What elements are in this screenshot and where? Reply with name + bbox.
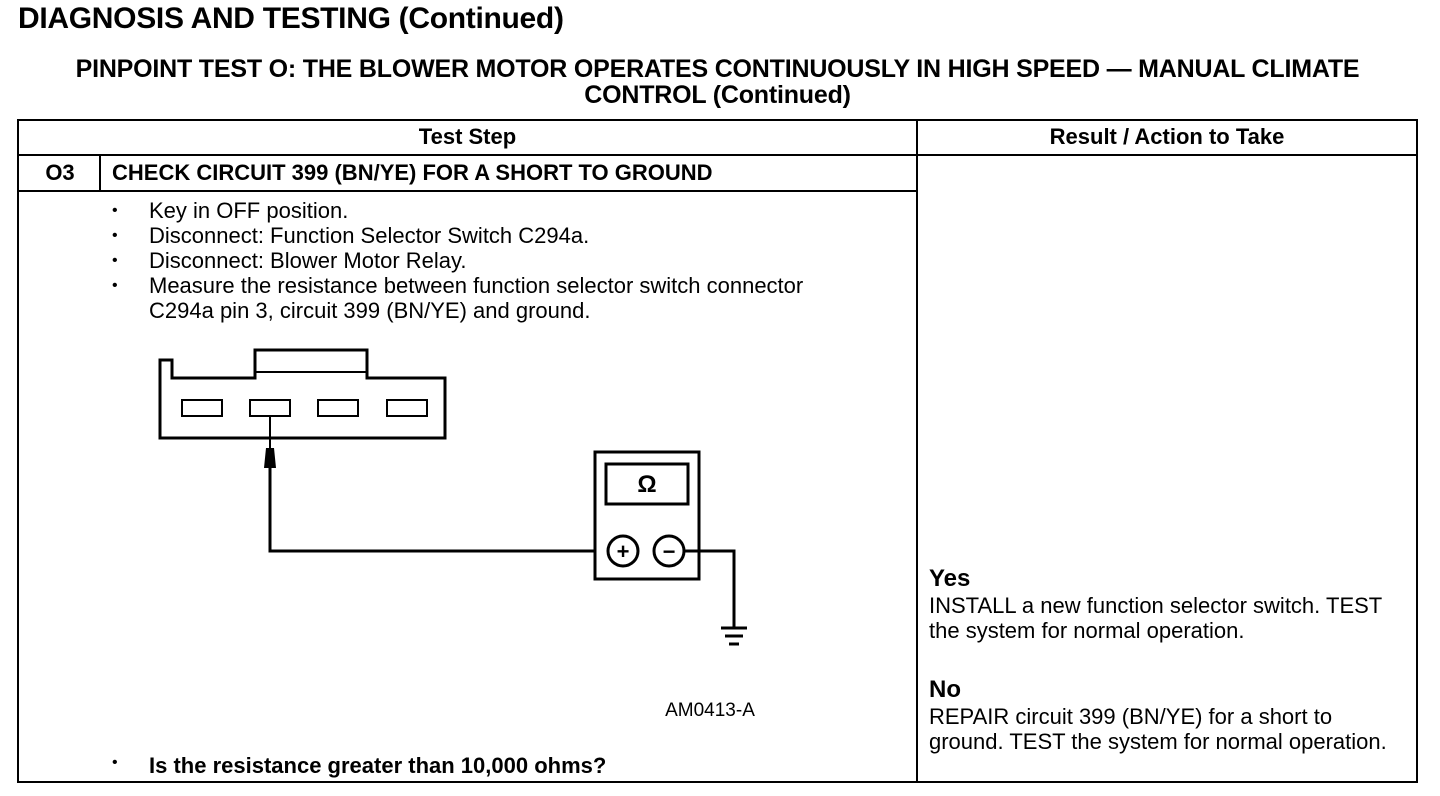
yes-action: INSTALL a new function selector switch. …	[929, 593, 1382, 643]
connector-body	[158, 348, 447, 440]
negative-terminal-label: −	[663, 539, 676, 564]
no-action: REPAIR circuit 399 (BN/YE) for a short t…	[929, 704, 1387, 754]
multimeter-display	[604, 462, 690, 506]
no-label: No	[929, 676, 961, 703]
test-lead-negative	[684, 549, 736, 628]
connector-pin	[181, 399, 223, 417]
pinpoint-test-title: PINPOINT TEST O: THE BLOWER MOTOR OPERAT…	[75, 55, 1360, 109]
yes-label: Yes	[929, 565, 971, 592]
connector-pin	[249, 399, 291, 417]
column-header-test-step: Test Step	[418, 124, 517, 149]
test-lead-positive	[268, 468, 605, 553]
instruction-item: Disconnect: Function Selector Switch C29…	[110, 223, 809, 248]
connector-pin	[386, 399, 428, 417]
ohm-symbol: Ω	[637, 471, 656, 498]
step-heading: CHECK CIRCUIT 399 (BN/YE) FOR A SHORT TO…	[112, 160, 713, 185]
instruction-item: Key in OFF position.	[110, 198, 809, 223]
connector-test-diagram: Ω + − AM0413-A	[158, 348, 755, 721]
ground-icon	[721, 626, 747, 646]
page-title: DIAGNOSIS AND TESTING (Continued)	[18, 2, 564, 35]
positive-terminal-label: +	[617, 539, 630, 564]
figure-id: AM0413-A	[665, 700, 755, 721]
step-question: Is the resistance greater than 10,000 oh…	[110, 753, 606, 779]
step-number: O3	[45, 160, 75, 185]
step-instructions: Key in OFF position. Disconnect: Functio…	[110, 198, 809, 323]
column-header-result: Result / Action to Take	[1049, 124, 1285, 149]
positive-terminal-icon	[606, 534, 640, 568]
probe-icon	[264, 448, 276, 468]
instruction-item: Measure the resistance between function …	[110, 273, 809, 323]
connector-pin	[317, 399, 359, 417]
connector-pins	[181, 399, 428, 417]
instruction-item: Disconnect: Blower Motor Relay.	[110, 248, 809, 273]
